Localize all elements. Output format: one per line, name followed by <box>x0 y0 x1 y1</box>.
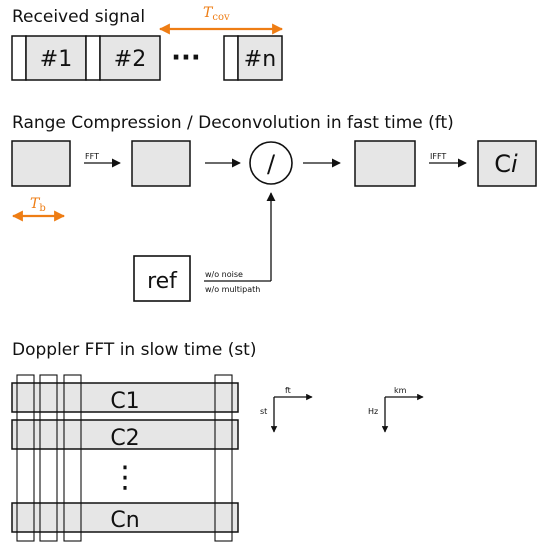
row-vertical-ellipsis: ⋮ <box>110 460 140 495</box>
reference-note-no-noise: w/o noise <box>205 270 243 279</box>
reference-note-no-multipath: w/o multipath <box>205 285 260 294</box>
spectrum-box <box>131 140 191 187</box>
ci-label: Ci <box>494 150 518 178</box>
range-profile-row-n <box>11 502 239 533</box>
km-axis-label: km <box>394 386 407 395</box>
deconvolved-spectrum-box <box>354 140 416 187</box>
axes-km-hz: km Hz <box>368 386 424 433</box>
range-profile-row-2 <box>11 419 239 450</box>
hz-axis-label: Hz <box>368 407 378 416</box>
reference-label: ref <box>147 269 178 294</box>
row-label-cn: Cn <box>110 508 139 533</box>
st-axis-label: st <box>260 407 267 416</box>
row-label-c1: C1 <box>110 389 139 414</box>
t-cov-label: Tcov <box>203 5 230 23</box>
t-b-label: Tb <box>30 196 46 214</box>
ft-axis-label: ft <box>285 386 291 395</box>
pulse-label-2: #2 <box>114 47 146 72</box>
pulse-label-1: #1 <box>40 47 72 72</box>
doppler-title: Doppler FFT in slow time (st) <box>12 340 256 360</box>
fft-label: FFT <box>85 152 99 161</box>
pulse-gap-box <box>223 35 239 81</box>
pulse-box-1 <box>25 35 87 81</box>
range-compression-title: Range Compression / Deconvolution in fas… <box>12 113 454 133</box>
received-signal-title: Received signal <box>12 7 145 27</box>
row-label-c2: C2 <box>110 426 139 451</box>
slow-time-column <box>16 374 35 542</box>
slow-time-column <box>39 374 58 542</box>
slow-time-column <box>214 374 233 542</box>
slow-time-column <box>63 374 82 542</box>
axes-ft-st: ft st <box>260 386 313 433</box>
received-signal-strip <box>11 35 283 81</box>
divide-symbol: / <box>267 150 276 178</box>
range-profile-row-1 <box>11 382 239 413</box>
pulse-label-n: #n <box>244 47 276 72</box>
ifft-label: IFFT <box>430 152 446 161</box>
pulse-box-n <box>237 35 283 81</box>
pulse-gap-box <box>85 35 101 81</box>
pulse-box-2 <box>99 35 161 81</box>
pulse-ellipsis: ··· <box>171 43 201 73</box>
pulse-gap-box <box>11 35 27 81</box>
slow-time-columns <box>16 374 233 542</box>
reference-box <box>133 255 191 302</box>
divide-operator <box>249 141 293 185</box>
ci-output-box <box>477 140 537 187</box>
input-pulse-box <box>11 140 71 187</box>
